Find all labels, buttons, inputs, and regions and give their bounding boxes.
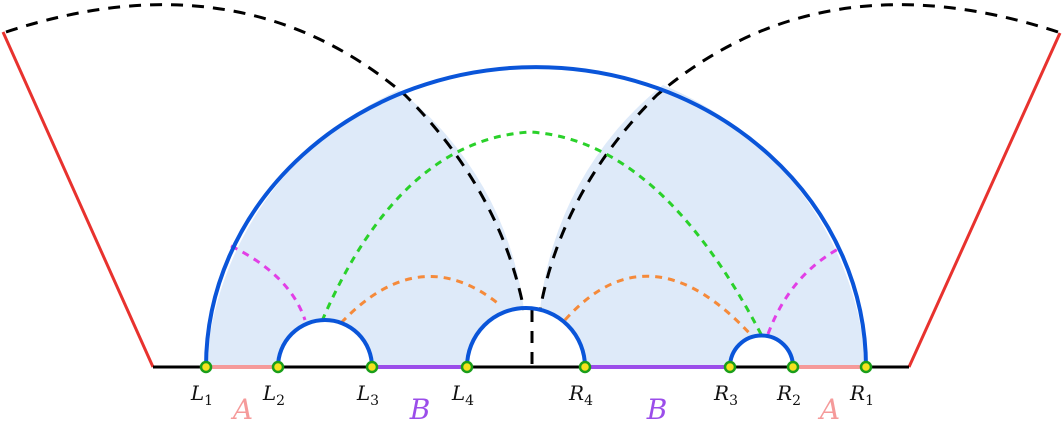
point-label-subscript: 1 — [865, 393, 874, 409]
point-label-letter: L — [190, 381, 204, 405]
point-R2 — [786, 360, 800, 374]
point-label-L4: L4 — [451, 381, 474, 409]
region-label-B-left: B — [409, 393, 431, 422]
region-label-A-left: A — [230, 393, 253, 422]
blue-arc-R3-R2 — [728, 333, 795, 368]
point-label-subscript: 3 — [729, 393, 738, 409]
point-label-subscript: 4 — [465, 393, 474, 409]
point-label-R3: R3 — [713, 381, 738, 409]
point-label-subscript: 2 — [276, 393, 285, 409]
point-label-R4: R4 — [568, 381, 593, 409]
dashed-green-arc — [320, 130, 764, 337]
point-label-letter: R — [776, 381, 792, 405]
point-label-letter: L — [451, 381, 465, 405]
point-label-letter: R — [568, 381, 584, 405]
entanglement-wedge-shading — [206, 90, 524, 367]
point-label-subscript: 2 — [792, 393, 801, 409]
blue-arc-L4-R4 — [465, 306, 587, 368]
point-label-L1: L1 — [190, 381, 213, 409]
point-label-subscript: 3 — [370, 393, 379, 409]
point-R3 — [723, 360, 737, 374]
region-label-B-right: B — [646, 393, 668, 422]
point-label-letter: L — [356, 381, 370, 405]
point-label-letter: L — [262, 381, 276, 405]
point-L2 — [271, 360, 285, 374]
point-label-L2: L2 — [262, 381, 285, 409]
point-label-subscript: 1 — [204, 393, 213, 409]
red-boundary-right — [907, 32, 1062, 368]
point-R1 — [859, 360, 873, 374]
region-label-A-right: A — [817, 393, 840, 422]
point-label-L3: L3 — [356, 381, 379, 409]
point-label-R1: R1 — [849, 381, 874, 409]
point-L4 — [460, 360, 474, 374]
point-label-letter: R — [713, 381, 729, 405]
point-R4 — [578, 360, 592, 374]
dashed-orange-arc-right — [563, 274, 754, 338]
dashed-orange-arc-left — [339, 275, 501, 325]
dashed-magenta-arc-left — [230, 244, 307, 321]
point-label-R2: R2 — [776, 381, 801, 409]
blue-arc-L2-L3 — [276, 318, 374, 368]
point-label-letter: R — [849, 381, 865, 405]
red-boundary-left — [1, 31, 155, 368]
endpoint-markers — [199, 360, 873, 374]
dashed-black-arc-left — [5, 3, 526, 311]
point-label-subscript: 4 — [584, 393, 593, 409]
point-L3 — [365, 360, 379, 374]
dashed-black-arc-right — [538, 3, 1059, 311]
blue-arc-outer — [204, 65, 868, 368]
entanglement-wedge-shading-right — [540, 85, 866, 367]
point-L1 — [199, 360, 213, 374]
dashed-magenta-arc-right — [766, 246, 841, 335]
